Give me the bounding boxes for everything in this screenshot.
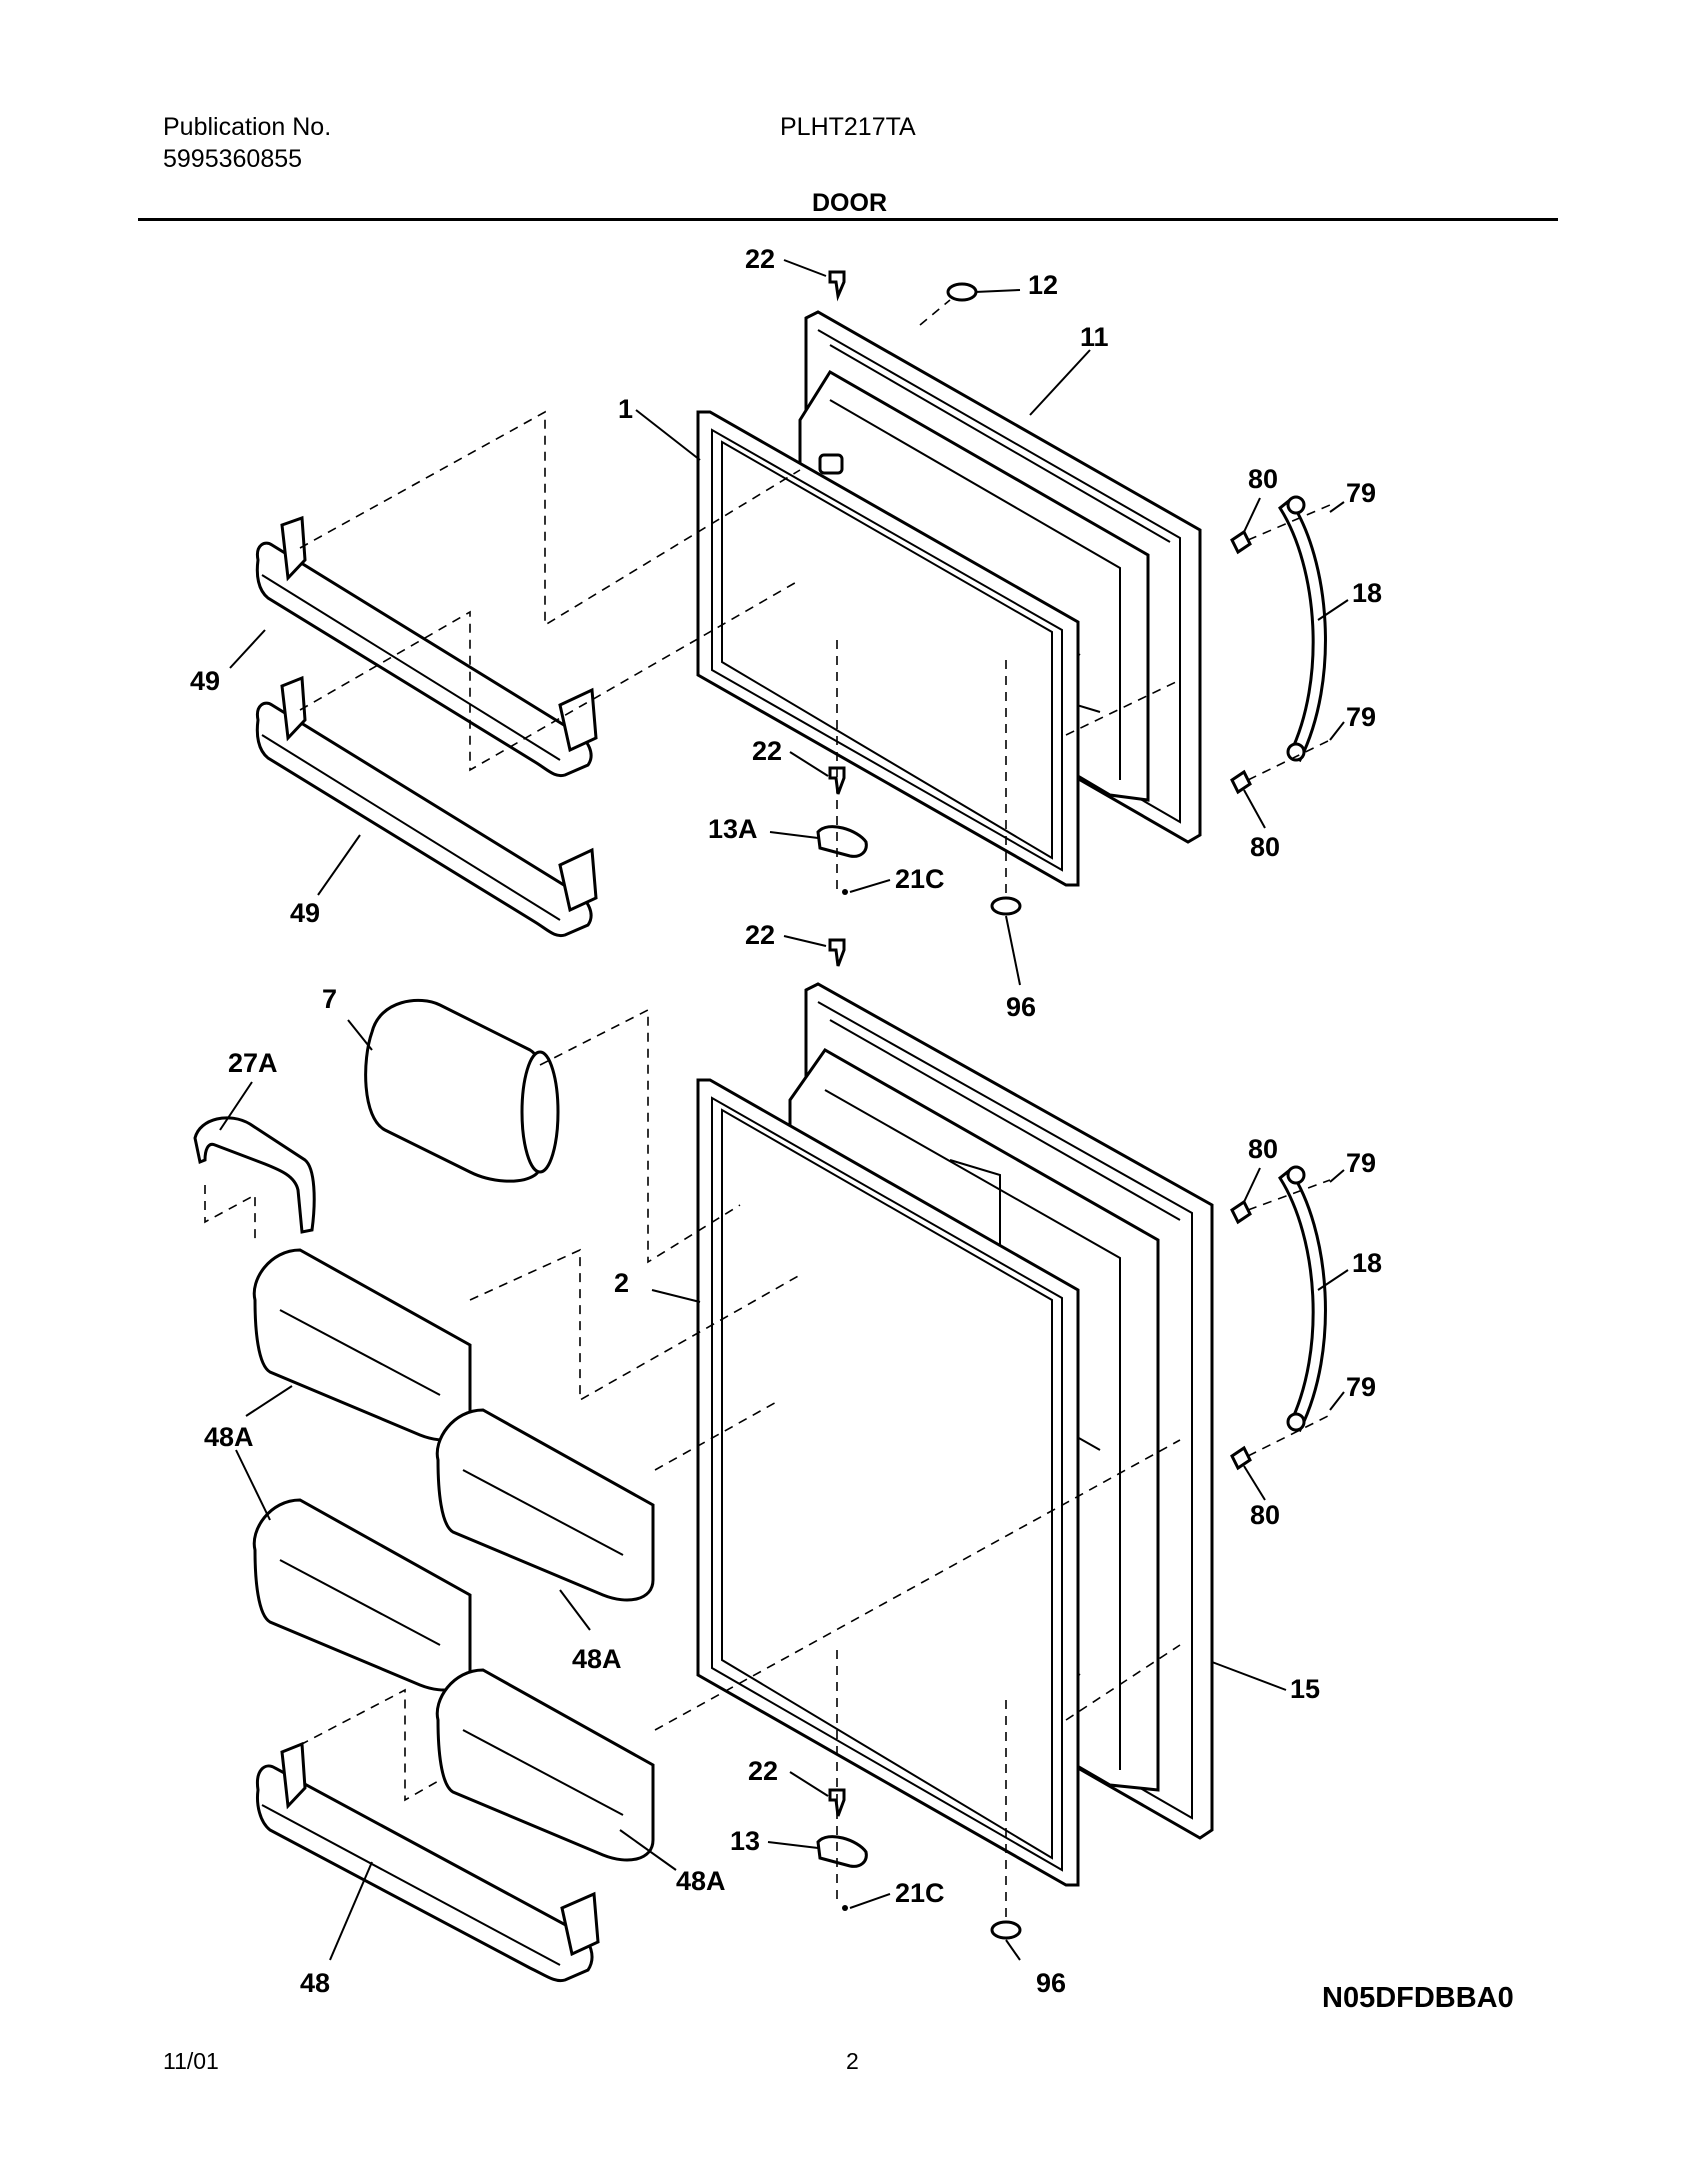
publication-label: Publication No. [163, 113, 332, 141]
callout-22-top-lower: 22 [745, 920, 775, 950]
page-number: 2 [846, 2048, 859, 2074]
dairy-cover [193, 1116, 316, 1234]
leader-lines [219, 259, 1349, 1961]
callout-80-a: 80 [1248, 464, 1278, 494]
callout-22-mid-upper: 22 [752, 736, 782, 766]
callout-79-d: 79 [1346, 1372, 1376, 1402]
fresh-food-handle [1278, 1165, 1327, 1433]
callout-11: 11 [1080, 322, 1109, 352]
callout-80-d: 80 [1250, 1500, 1280, 1530]
bin-48a-bottom-right [435, 1668, 655, 1862]
callout-96-upper: 96 [1006, 992, 1036, 1022]
callout-13a: 13A [708, 814, 758, 844]
callout-48a-c: 48A [676, 1866, 726, 1896]
header-rule [138, 218, 1558, 221]
callout-79-c: 79 [1346, 1148, 1376, 1178]
footer-date: 11/01 [163, 2048, 219, 2074]
callout-48a-b: 48A [572, 1644, 622, 1674]
bin-48a-lower-left [252, 1498, 472, 1692]
callout-80-b: 80 [1250, 832, 1280, 862]
callout-27a: 27A [228, 1048, 278, 1078]
callout-49-lower: 49 [290, 898, 320, 928]
fresh-food-gasket [696, 1078, 1080, 1887]
callout-48: 48 [300, 1968, 330, 1998]
callout-18-lower: 18 [1352, 1248, 1382, 1278]
callout-49-upper: 49 [190, 666, 220, 696]
callout-7: 7 [322, 984, 337, 1014]
callout-96-lower: 96 [1036, 1968, 1066, 1998]
callout-15: 15 [1290, 1674, 1320, 1704]
fresh-food-bottom-shelf [255, 1741, 600, 1983]
bin-48a-upper-left [252, 1248, 472, 1442]
callout-1: 1 [618, 394, 633, 424]
callout-79-a: 79 [1346, 478, 1376, 508]
freezer-handle [1278, 495, 1327, 763]
callout-21c-upper: 21C [895, 864, 945, 894]
callout-21c-lower: 21C [895, 1878, 945, 1908]
nut-80-a [1230, 529, 1252, 555]
freezer-gasket [696, 410, 1080, 887]
nut-80-b [1230, 769, 1252, 795]
freezer-hinge-hardware [816, 270, 1022, 916]
bin-48a-middle-right [435, 1408, 655, 1602]
freezer-shelf-upper [255, 515, 598, 778]
callout-48a-a: 48A [204, 1422, 254, 1452]
nut-80-d [1230, 1445, 1252, 1471]
nut-80-c [1230, 1199, 1252, 1225]
callout-18-upper: 18 [1352, 578, 1382, 608]
model-number: PLHT217TA [780, 113, 916, 141]
publication-number: 5995360855 [163, 145, 303, 173]
freezer-door-assembly [696, 310, 1202, 887]
fresh-food-hinge-hardware [816, 938, 1022, 1940]
callout-labels: 22 12 11 1 49 49 22 13A 21C 22 96 80 80 … [190, 244, 1382, 1998]
callout-12: 12 [1028, 270, 1058, 300]
section-title: DOOR [812, 189, 887, 217]
drawing-id: N05DFDBBA0 [1322, 1982, 1514, 2014]
callout-2: 2 [614, 1268, 629, 1298]
dairy-door [364, 998, 560, 1183]
callout-79-b: 79 [1346, 702, 1376, 732]
callout-80-c: 80 [1248, 1134, 1278, 1164]
callout-22-top-upper: 22 [745, 244, 775, 274]
callout-22-mid-lower: 22 [748, 1756, 778, 1786]
plug-12 [946, 282, 978, 302]
callout-13: 13 [730, 1826, 760, 1856]
freezer-shelf-lower [255, 675, 598, 938]
fresh-food-door-assembly [696, 982, 1214, 1887]
